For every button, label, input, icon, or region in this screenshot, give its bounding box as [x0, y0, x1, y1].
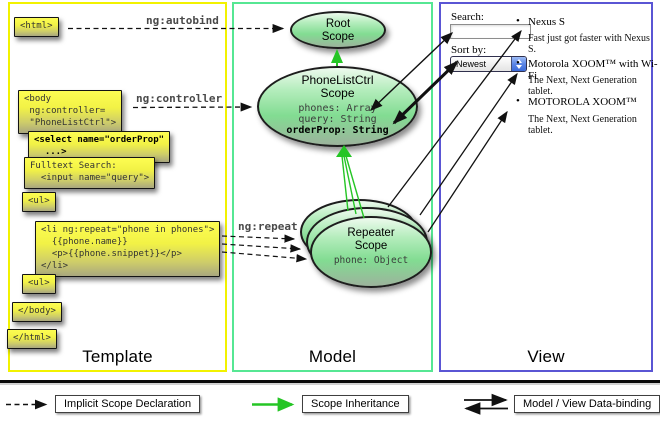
- ng-controller-label: ng:controller: [136, 92, 223, 105]
- view-column-label: View: [527, 347, 565, 366]
- model-column: Model: [232, 2, 433, 372]
- code-box-li-repeat: <li ng:repeat="phone in phones"> {{phone…: [35, 221, 221, 277]
- code-box-ul-close: <ul>: [22, 274, 56, 294]
- phone-list-item-title: Nexus S: [516, 15, 565, 28]
- phonelistctrl-scope-title: PhoneListCtrl Scope: [301, 73, 374, 101]
- legend-separator-line: [0, 380, 660, 383]
- code-box-body-open: <body ng:controller= "PhoneListCtrl">: [18, 90, 123, 134]
- search-label: Search:: [451, 11, 484, 23]
- legend-implicit-scope-declaration: Implicit Scope Declaration: [55, 395, 201, 413]
- sort-by-selected-value: Newest: [456, 59, 487, 69]
- ng-repeat-label: ng:repeat: [238, 220, 298, 233]
- repeater-scope-ellipse-front: Repeater Scope phone: Object: [310, 216, 432, 288]
- phonelistctrl-prop-phones: phones: Array: [298, 102, 377, 114]
- ng-autobind-label: ng:autobind: [146, 14, 219, 27]
- phone-list-item-desc: Fast just got faster with Nexus S.: [528, 33, 650, 55]
- legend-scope-inheritance: Scope Inheritance: [302, 395, 409, 413]
- code-box-html-open: <html>: [14, 17, 59, 37]
- root-scope-title: Root Scope: [321, 18, 355, 43]
- model-column-label: Model: [308, 347, 357, 366]
- repeater-scope-title: Repeater Scope: [347, 227, 395, 252]
- phone-list-item-desc: The Next, Next Generation tablet.: [528, 75, 637, 97]
- repeater-prop-phone: phone: Object: [333, 254, 409, 266]
- root-scope-ellipse: Root Scope: [290, 11, 386, 49]
- phonelistctrl-prop-query: query: String: [298, 113, 377, 125]
- code-box-body-close: </body>: [12, 302, 62, 322]
- sort-by-label: Sort by:: [451, 44, 487, 56]
- legend-model-view-databinding: Model / View Data-binding: [514, 395, 660, 413]
- code-box-ul-open: <ul>: [22, 192, 56, 212]
- phonelistctrl-scope-ellipse: PhoneListCtrl Scope phones: Array query:…: [257, 66, 418, 147]
- phone-list-item-title: MOTOROLA XOOM™: [516, 95, 637, 108]
- template-column-label: Template: [82, 347, 153, 366]
- phonelistctrl-prop-orderprop: orderProp: String: [286, 124, 389, 136]
- code-box-html-close: </html>: [7, 329, 57, 349]
- code-box-fulltext-search: Fulltext Search: <input name="query">: [24, 157, 156, 189]
- phone-list-item-desc: The Next, Next Generation tablet.: [528, 114, 637, 136]
